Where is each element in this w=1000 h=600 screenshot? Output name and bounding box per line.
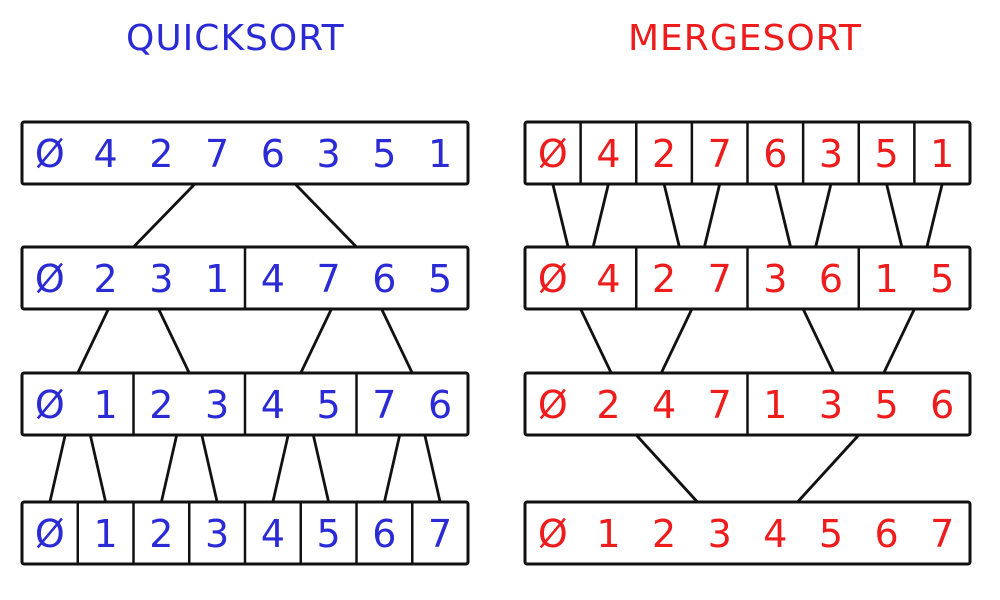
quicksort-connector <box>132 182 197 249</box>
quicksort-level-1-number: 7 <box>205 132 229 176</box>
mergesort-connector <box>659 307 694 375</box>
mergesort-connector <box>662 182 681 249</box>
mergesort-level-3-number: 6 <box>930 383 954 427</box>
mergesort-connector <box>551 182 570 249</box>
mergesort-level-3-number: 2 <box>596 383 620 427</box>
mergesort-level-4-number: 5 <box>819 512 843 556</box>
quicksort-level-4-number: 1 <box>94 512 118 556</box>
mergesort-level-3-number: 1 <box>763 383 787 427</box>
quicksort-level-1-number: 3 <box>317 132 341 176</box>
mergesort-level-4-number: Ø <box>538 512 568 556</box>
quicksort-level-1-number: 4 <box>94 132 118 176</box>
quicksort-title: QUICKSORT <box>126 18 345 59</box>
mergesort-level-4-number: 6 <box>874 512 898 556</box>
quicksort-connector <box>299 307 333 375</box>
mergesort-connector <box>634 433 699 504</box>
mergesort-level-2-number: Ø <box>538 257 568 301</box>
mergesort-level-1-number: 1 <box>930 132 954 176</box>
quicksort-connector <box>76 307 110 375</box>
mergesort-level-4-number: 3 <box>708 512 732 556</box>
quicksort-level-2-number: 7 <box>317 257 341 301</box>
mergesort-connector <box>591 182 610 249</box>
quicksort-connector <box>157 307 191 375</box>
mergesort-connector <box>702 182 722 249</box>
quicksort-connector <box>293 182 358 249</box>
quicksort-level-4-number: 6 <box>372 512 396 556</box>
mergesort-connector <box>925 182 944 249</box>
mergesort-level-3-number: 7 <box>708 383 732 427</box>
mergesort-level-4-number: 2 <box>652 512 676 556</box>
quicksort-level-4-number: 2 <box>149 512 173 556</box>
quicksort-level-2-number: 5 <box>428 257 452 301</box>
mergesort-level-1-number: Ø <box>538 132 568 176</box>
quicksort-level-4-number: 7 <box>428 512 452 556</box>
mergesort-level-4-number: 7 <box>930 512 954 556</box>
quicksort-level-4-number: Ø <box>35 512 65 556</box>
mergesort-level-1-number: 3 <box>819 132 843 176</box>
mergesort-level-4-box <box>523 500 972 566</box>
quicksort-level-3-number: 1 <box>94 383 118 427</box>
mergesort-connector <box>801 307 836 375</box>
mergesort-level-1-number: 4 <box>596 132 620 176</box>
quicksort-connector <box>200 433 219 504</box>
quicksort-connector <box>380 307 414 375</box>
quicksort-connector <box>88 433 108 504</box>
quicksort-level-2-number: 1 <box>205 257 229 301</box>
quicksort-level-1-number: 2 <box>149 132 173 176</box>
mergesort-level-1-number: 6 <box>763 132 787 176</box>
quicksort-level-1-box <box>20 120 470 186</box>
mergesort-level-2-number: 7 <box>708 257 732 301</box>
mergesort-level-2-number: 3 <box>763 257 787 301</box>
mergesort-connector <box>885 182 904 249</box>
quicksort-connector <box>48 433 67 504</box>
quicksort-level-2-number: Ø <box>35 257 65 301</box>
quicksort-connector <box>382 433 402 504</box>
mergesort-connector <box>579 307 613 375</box>
mergesort-level-2-number: 2 <box>652 257 676 301</box>
mergesort-level-3-number: Ø <box>538 383 568 427</box>
mergesort-level-1-number: 5 <box>874 132 898 176</box>
quicksort-level-3-number: 7 <box>372 383 396 427</box>
mergesort-level-3-number: 3 <box>819 383 843 427</box>
quicksort-level-3-number: Ø <box>35 383 65 427</box>
quicksort-level-4-number: 4 <box>261 512 285 556</box>
mergesort-level-2-number: 4 <box>596 257 620 301</box>
mergesort-level-4-number: 4 <box>763 512 787 556</box>
quicksort-level-1-number: 1 <box>428 132 452 176</box>
mergesort-level-2-number: 6 <box>819 257 843 301</box>
quicksort-connector <box>271 433 290 504</box>
mergesort-connector <box>882 307 916 375</box>
mergesort-connector <box>814 182 833 249</box>
mergesort-level-4-number: 1 <box>596 512 620 556</box>
quicksort-level-3-number: 6 <box>428 383 452 427</box>
quicksort-level-2-number: 6 <box>372 257 396 301</box>
quicksort-connector <box>423 433 442 504</box>
mergesort-level-1-number: 7 <box>708 132 732 176</box>
quicksort-level-1-number: 5 <box>372 132 396 176</box>
mergesort-connector <box>773 182 793 249</box>
quicksort-level-3-number: 5 <box>317 383 341 427</box>
mergesort-level-2-number: 5 <box>930 257 954 301</box>
mergesort-level-3-number: 4 <box>652 383 676 427</box>
quicksort-level-1-number: 6 <box>261 132 285 176</box>
mergesort-level-3-number: 5 <box>874 383 898 427</box>
mergesort-level-1-number: 2 <box>652 132 676 176</box>
quicksort-level-2-number: 2 <box>94 257 118 301</box>
quicksort-level-3-number: 4 <box>261 383 285 427</box>
quicksort-level-1-number: Ø <box>35 132 65 176</box>
mergesort-level-2-number: 1 <box>874 257 898 301</box>
quicksort-level-2-number: 4 <box>261 257 285 301</box>
quicksort-level-2-number: 3 <box>149 257 173 301</box>
quicksort-level-4-number: 3 <box>205 512 229 556</box>
quicksort-connector <box>311 433 331 504</box>
quicksort-connector <box>159 433 179 504</box>
mergesort-connector <box>796 433 861 504</box>
quicksort-level-4-number: 5 <box>317 512 341 556</box>
quicksort-level-3-number: 2 <box>149 383 173 427</box>
quicksort-level-3-number: 3 <box>205 383 229 427</box>
mergesort-title: MERGESORT <box>628 18 863 59</box>
